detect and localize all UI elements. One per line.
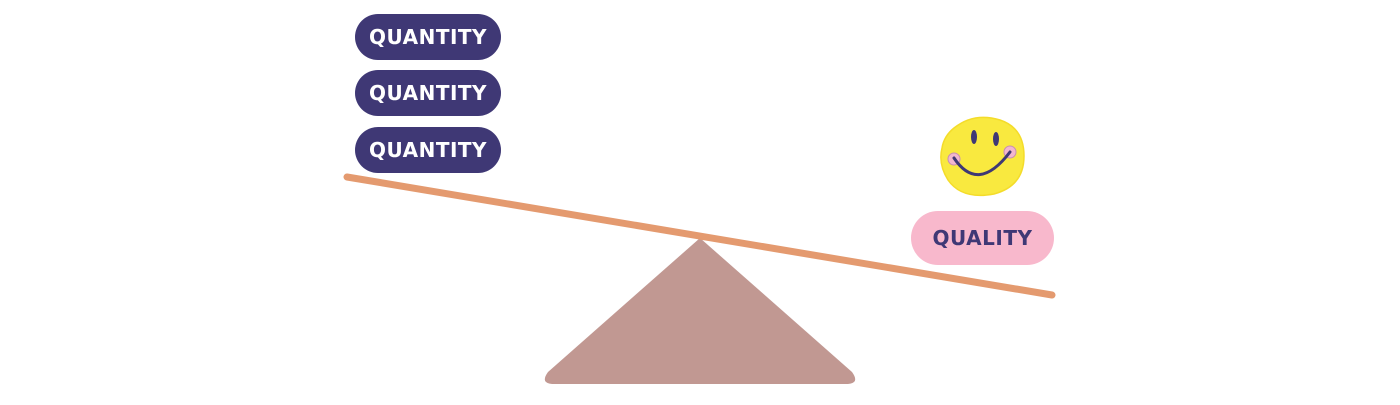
quality-pill: QUALITY: [911, 211, 1054, 265]
quality-label: QUALITY: [932, 226, 1033, 250]
quantity-label: QUANTITY: [368, 138, 488, 162]
quantity-pill: QUANTITY: [355, 127, 501, 173]
smiley-face-icon: [940, 116, 1025, 197]
quantity-label: QUANTITY: [368, 81, 488, 105]
quantity-label: QUANTITY: [368, 25, 488, 49]
seesaw-beam: [343, 173, 1056, 299]
quantity-pill: QUANTITY: [355, 70, 501, 116]
quantity-pill: QUANTITY: [355, 14, 501, 60]
fulcrum-triangle: [544, 238, 856, 384]
